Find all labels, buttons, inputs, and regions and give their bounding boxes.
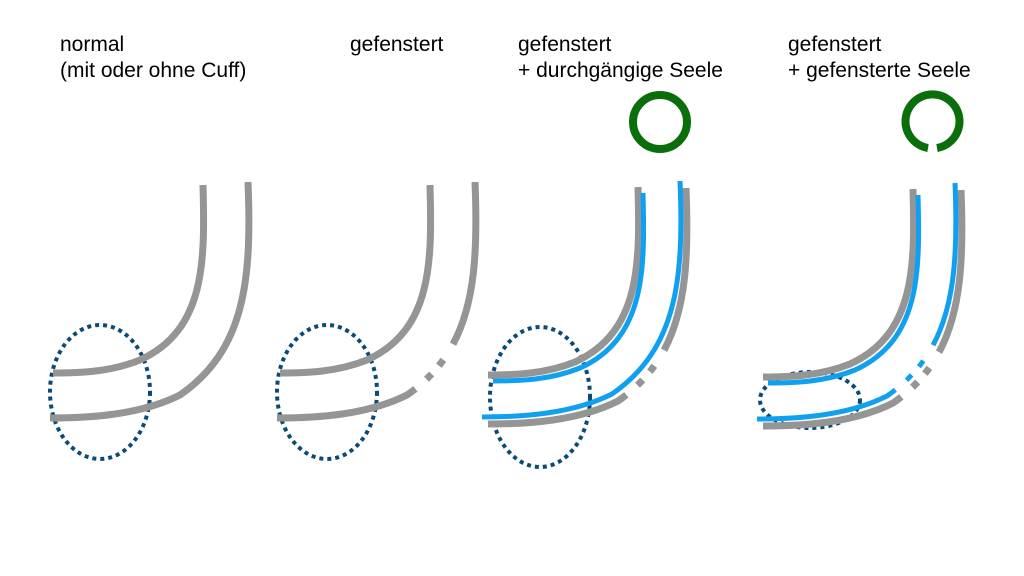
tube-wall-inner — [763, 189, 914, 377]
cross-section-closed-icon — [629, 91, 691, 153]
label-line: gefenstert — [518, 33, 612, 56]
label-line: gefenstert — [350, 33, 444, 56]
tube-wall-outer-fenestrated — [276, 181, 480, 422]
tube-wall-outer-fenestrated — [487, 187, 691, 428]
cuff — [275, 323, 379, 461]
tube-wall-outer-fenestrated — [762, 189, 966, 430]
tube-normal — [48, 182, 249, 461]
label-line: normal — [60, 33, 125, 56]
label-normal: normal (mit oder ohne Cuff) — [60, 32, 246, 84]
label-fenestrated-continuous-cannula: gefenstert + durchgängige Seele — [518, 32, 723, 84]
label-fenestrated: gefenstert — [350, 32, 443, 58]
tube-fenestrated-continuous-cannula — [482, 181, 691, 469]
label-line: (mit oder ohne Cuff) — [60, 59, 247, 82]
label-line: + gefensterte Seele — [788, 59, 971, 82]
tube-wall-inner — [53, 185, 204, 373]
cross-section-open-icon — [901, 90, 964, 152]
cuff — [48, 323, 152, 461]
tube-wall-inner — [488, 187, 639, 375]
label-fenestrated-fenestrated-cannula: gefenstert + gefensterte Seele — [788, 32, 971, 84]
tube-fenestrated-fenestrated-cannula — [756, 182, 966, 430]
tube-wall-inner — [280, 185, 431, 373]
tube-fenestrated — [275, 181, 480, 461]
inner-cannula-wall — [493, 193, 644, 381]
label-line: + durchgängige Seele — [518, 59, 723, 82]
cuff — [488, 325, 592, 469]
inner-cannula-wall-fenestrated — [756, 182, 959, 422]
inner-cannula-wall — [768, 195, 919, 383]
label-line: gefenstert — [788, 33, 882, 56]
tube-wall-outer — [50, 182, 249, 418]
